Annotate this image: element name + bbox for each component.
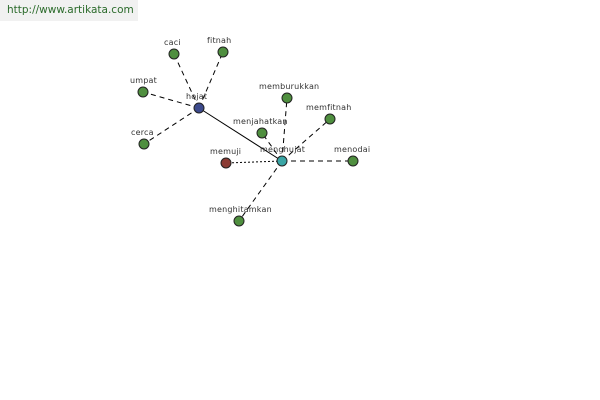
node-memuji-dot[interactable] [220, 157, 232, 169]
node-menghitamkan-dot[interactable] [233, 215, 245, 227]
node-menghujat[interactable]: menghujat [260, 145, 305, 167]
edge-hojat-umpat [142, 91, 200, 109]
node-memuji-label[interactable]: memuji [210, 147, 241, 156]
node-cerca[interactable]: cerca [131, 128, 154, 150]
node-menjahatkan[interactable]: menjahatkan [233, 117, 288, 139]
node-caci-dot[interactable] [168, 48, 180, 60]
node-menodai[interactable]: menodai [334, 145, 370, 167]
edge-menghujat-memfitnah [281, 118, 331, 162]
node-memfitnah-dot[interactable] [324, 113, 336, 125]
edge-hojat-menghujat [198, 107, 283, 162]
source-url[interactable]: http://www.artikata.com [0, 0, 138, 21]
node-hojat[interactable]: hojat [186, 92, 207, 114]
node-umpat-label[interactable]: umpat [130, 76, 157, 85]
node-memuji[interactable]: memuji [210, 147, 241, 169]
node-caci[interactable]: caci [164, 38, 181, 60]
node-menjahatkan-dot[interactable] [256, 127, 268, 139]
node-hojat-dot[interactable] [193, 102, 205, 114]
node-cerca-label[interactable]: cerca [131, 128, 154, 137]
node-umpat[interactable]: umpat [130, 76, 157, 98]
node-menjahatkan-label[interactable]: menjahatkan [233, 117, 288, 126]
node-umpat-dot[interactable] [137, 86, 149, 98]
node-caci-label[interactable]: caci [164, 38, 181, 47]
graph-edges [142, 51, 353, 222]
graph-nodes: hojat menghujat caci fitnah umpat cerca membur… [130, 36, 370, 227]
node-fitnah-dot[interactable] [217, 46, 229, 58]
edge-hojat-fitnah [198, 51, 224, 109]
node-memburukkan[interactable]: memburukkan [259, 82, 319, 104]
node-menghujat-dot[interactable] [276, 155, 288, 167]
edge-menghujat-menjahatkan [261, 132, 283, 162]
node-menghitamkan-label[interactable]: menghitamkan [209, 205, 272, 214]
node-hojat-label[interactable]: hojat [186, 92, 207, 101]
node-menodai-dot[interactable] [347, 155, 359, 167]
node-menghujat-label[interactable]: menghujat [260, 145, 305, 154]
node-memfitnah[interactable]: memfitnah [306, 103, 352, 125]
edge-menghujat-memuji [225, 160, 283, 164]
node-menodai-label[interactable]: menodai [334, 145, 370, 154]
node-memburukkan-label[interactable]: memburukkan [259, 82, 319, 91]
node-memburukkan-dot[interactable] [281, 92, 293, 104]
node-fitnah[interactable]: fitnah [207, 36, 231, 58]
edge-hojat-cerca [143, 107, 200, 145]
node-cerca-dot[interactable] [138, 138, 150, 150]
node-menghitamkan[interactable]: menghitamkan [209, 205, 272, 227]
edge-hojat-caci [173, 53, 200, 109]
node-memfitnah-label[interactable]: memfitnah [306, 103, 352, 112]
node-fitnah-label[interactable]: fitnah [207, 36, 231, 45]
edge-menghujat-menghitamkan [238, 160, 283, 222]
edge-menghujat-memburukkan [281, 97, 288, 162]
